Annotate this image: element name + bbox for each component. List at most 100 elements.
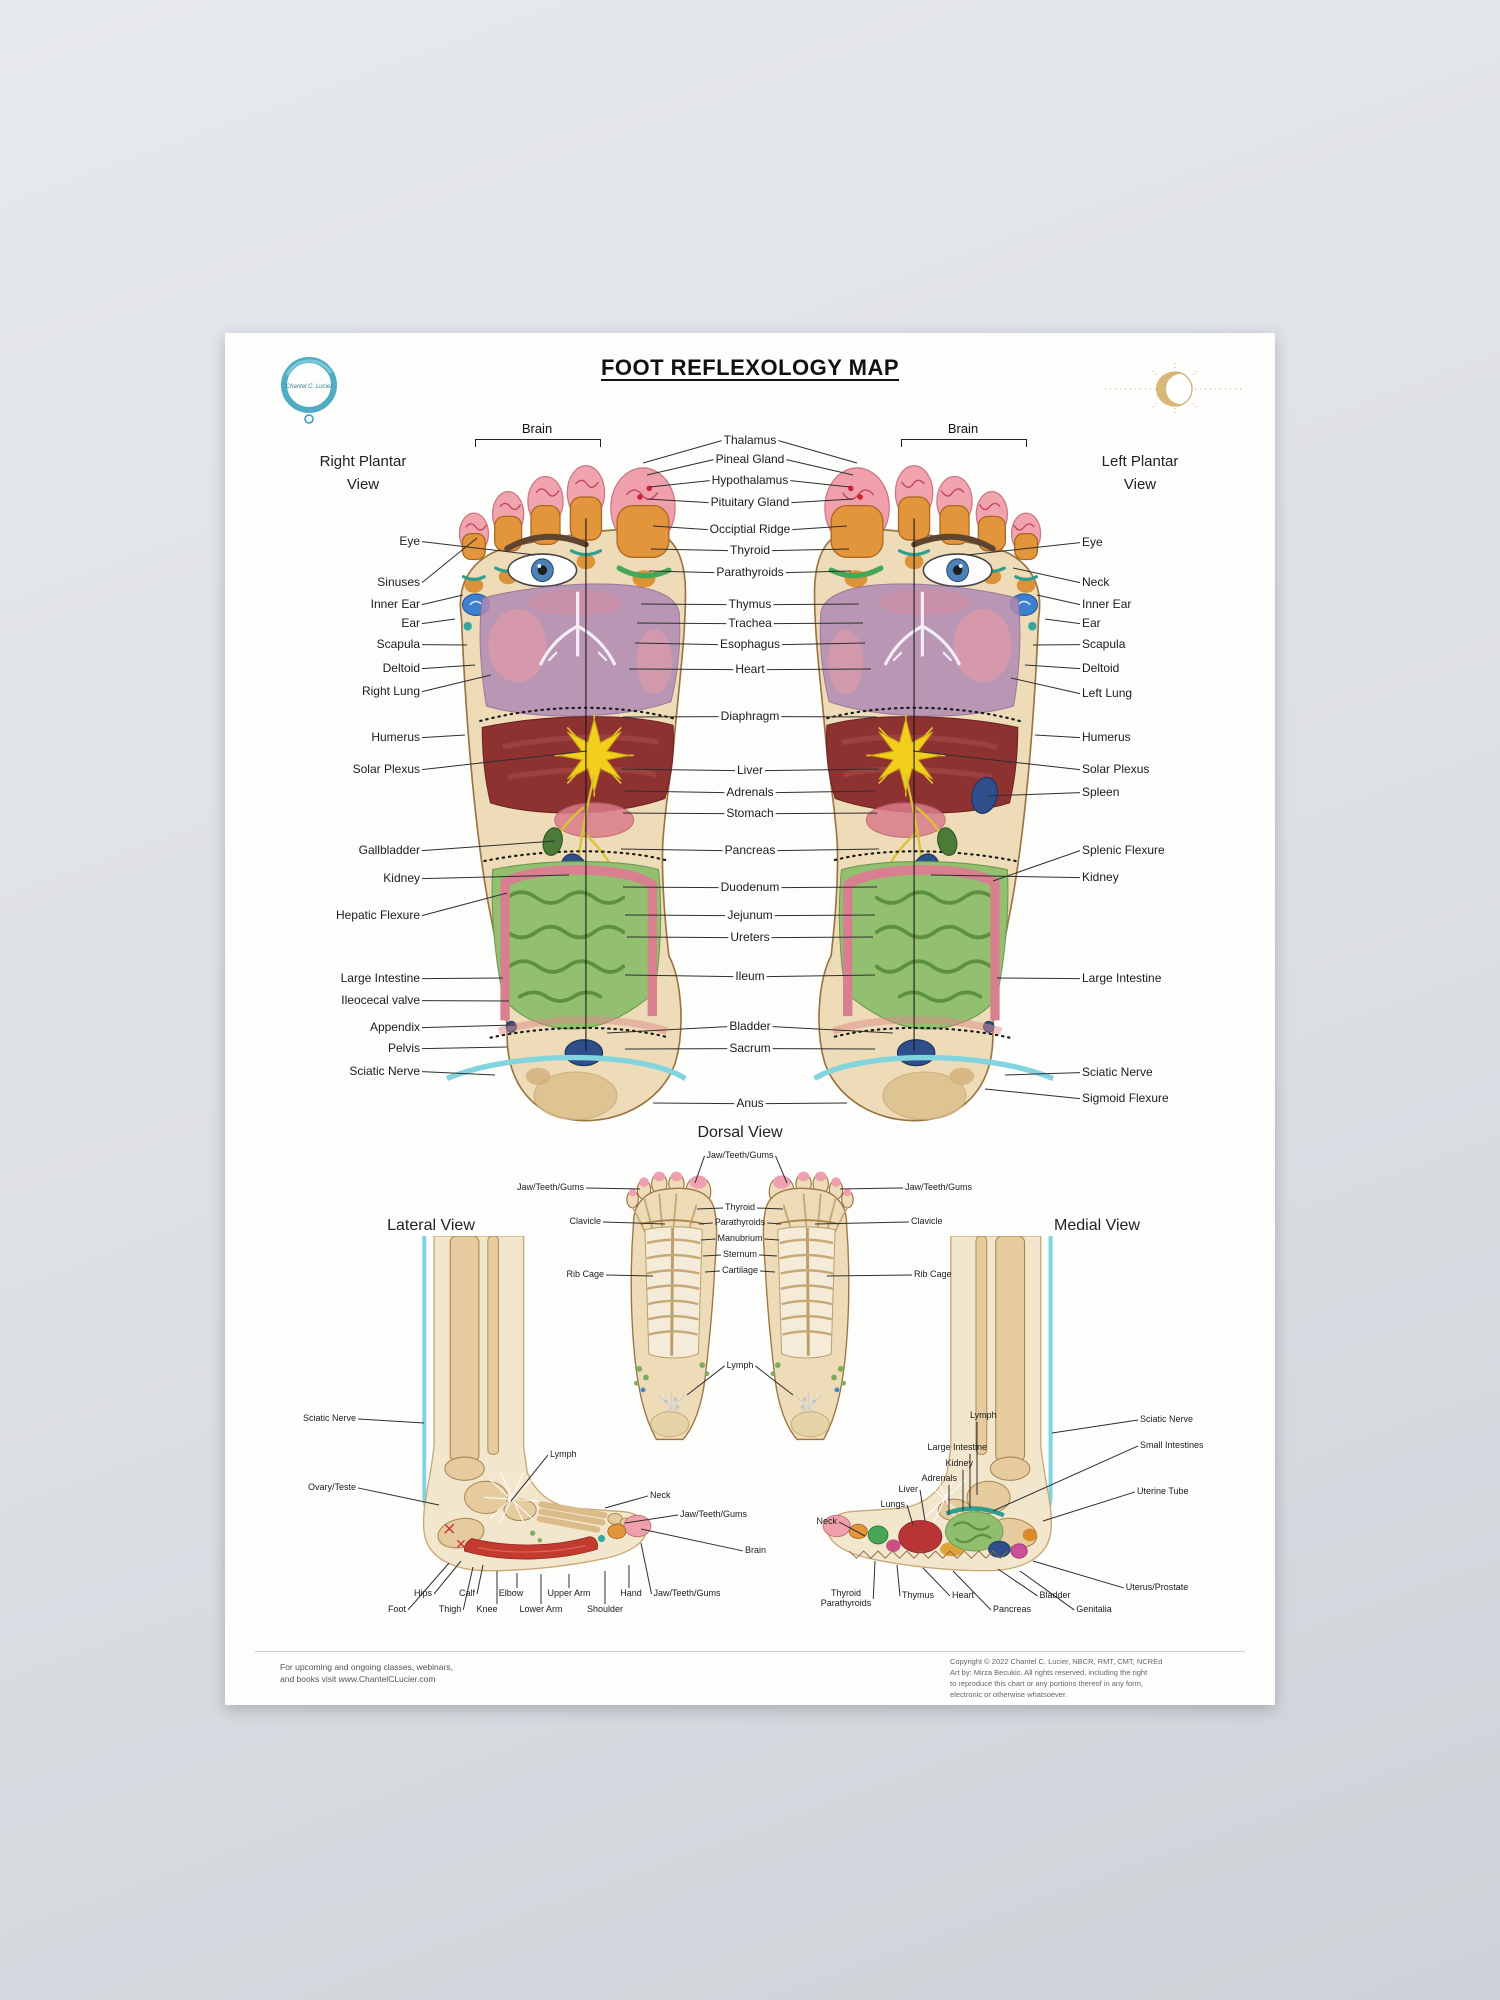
d-label-rib-cage-left: Rib Cage bbox=[566, 1269, 604, 1279]
lp-label-sciatic-nerve: Sciatic Nerve bbox=[1082, 1065, 1153, 1079]
lat-label-brain: Brain bbox=[745, 1545, 767, 1555]
rp-label-sinuses: Sinuses bbox=[377, 575, 420, 589]
c-label-hypothalamus: Hypothalamus bbox=[711, 473, 789, 487]
med-label-lungs: Lungs bbox=[880, 1499, 905, 1509]
med-label-large-intestine: Large Intestine bbox=[927, 1442, 987, 1452]
lp-label-eye: Eye bbox=[1082, 535, 1103, 549]
med-label-small-intestines: Small Intestines bbox=[1140, 1440, 1204, 1450]
footer-right-line3: to reproduce this chart or any portions … bbox=[950, 1678, 1144, 1688]
d-label-jaw-teeth-gums-top: Jaw/Teeth/Gums bbox=[706, 1150, 774, 1160]
footer-divider bbox=[255, 1651, 1245, 1652]
lp-label-ear: Ear bbox=[1082, 616, 1101, 630]
footer-left-line2: and books visit www.ChantelCLucier.com bbox=[280, 1674, 436, 1685]
med-label-genitalia: Genitalia bbox=[1076, 1604, 1112, 1614]
d-label-clavicle-left: Clavicle bbox=[569, 1216, 601, 1226]
med-label-sciatic-nerve: Sciatic Nerve bbox=[1140, 1414, 1194, 1424]
svg-text:Chantel C. Lucier: Chantel C. Lucier bbox=[286, 384, 333, 390]
c-label-stomach: Stomach bbox=[726, 806, 774, 820]
lat-label-calf: Calf bbox=[458, 1588, 476, 1598]
lat-label-hand: Hand bbox=[620, 1588, 642, 1598]
lat-label-foot: Foot bbox=[387, 1604, 407, 1614]
lp-label-deltoid: Deltoid bbox=[1082, 661, 1120, 675]
c-label-sacrum: Sacrum bbox=[729, 1041, 771, 1055]
rp-label-kidney: Kidney bbox=[383, 871, 420, 885]
c-label-pancreas: Pancreas bbox=[724, 843, 776, 857]
rp-label-eye: Eye bbox=[399, 534, 420, 548]
rp-label-scapula: Scapula bbox=[376, 637, 420, 651]
med-label-uterine-tube: Uterine Tube bbox=[1137, 1486, 1189, 1496]
reflexology-poster: Chantel C. Lucier FOOT REFLEXOLOGY MAP R… bbox=[225, 333, 1275, 1705]
lp-label-inner-ear: Inner Ear bbox=[1082, 597, 1132, 611]
c-label-pineal-gland: Pineal Gland bbox=[715, 452, 785, 466]
rp-label-sciatic-nerve: Sciatic Nerve bbox=[349, 1064, 420, 1078]
med-label-adrenals: Adrenals bbox=[921, 1473, 957, 1483]
lat-label-jaw-teeth-gums-bottom: Jaw/Teeth/Gums bbox=[653, 1588, 721, 1598]
c-label-diaphragm: Diaphragm bbox=[720, 709, 780, 723]
d-label-manubrium: Manubrium bbox=[717, 1233, 763, 1243]
footer-left-note: For upcoming and ongoing classes, webina… bbox=[280, 1661, 453, 1686]
d-label-thyroid: Thyroid bbox=[724, 1202, 756, 1212]
left-plantar-view-title: Left Plantar View bbox=[1101, 453, 1179, 493]
lp-label-large-intestine: Large Intestine bbox=[1082, 971, 1162, 985]
lat-label-elbow: Elbow bbox=[498, 1588, 524, 1598]
med-label-lymph: Lymph bbox=[970, 1410, 997, 1420]
lp-label-neck: Neck bbox=[1082, 575, 1110, 589]
brand-logo: Chantel C. Lucier bbox=[281, 357, 337, 424]
rp-label-right-lung: Right Lung bbox=[361, 684, 420, 698]
rp-label-large-intestine: Large Intestine bbox=[340, 971, 420, 985]
d-label-lymph: Lymph bbox=[726, 1360, 754, 1370]
footer-copyright-note: Copyright © 2022 Chantel C. Lucier, NBCR… bbox=[950, 1657, 1162, 1701]
rp-label-deltoid: Deltoid bbox=[382, 661, 420, 675]
rp-label-pelvis: Pelvis bbox=[387, 1041, 420, 1055]
moon-emblem bbox=[1105, 363, 1245, 415]
lat-label-sciatic-nerve: Sciatic Nerve bbox=[302, 1413, 356, 1423]
med-label-kidney: Kidney bbox=[945, 1458, 973, 1468]
brain-bracket-right bbox=[901, 439, 1027, 447]
lat-label-thigh: Thigh bbox=[438, 1604, 462, 1614]
rp-label-appendix: Appendix bbox=[369, 1020, 420, 1034]
c-label-bladder: Bladder bbox=[729, 1019, 771, 1033]
c-label-occiptial-ridge: Occiptial Ridge bbox=[709, 522, 791, 536]
d-label-jaw-teeth-gums-right: Jaw/Teeth/Gums bbox=[905, 1182, 973, 1192]
d-label-parathyroids: Parathyroids bbox=[714, 1217, 766, 1227]
lp-label-kidney: Kidney bbox=[1082, 870, 1119, 884]
c-label-adrenals: Adrenals bbox=[726, 785, 774, 799]
d-label-sternum: Sternum bbox=[722, 1249, 758, 1259]
poster-title: FOOT REFLEXOLOGY MAP bbox=[600, 355, 900, 380]
footer-right-line4: electronic or otherwise whatsoever. bbox=[950, 1689, 1068, 1699]
med-label-bladder: Bladder bbox=[1039, 1590, 1071, 1600]
d-label-rib-cage-right: Rib Cage bbox=[914, 1269, 952, 1279]
c-label-trachea: Trachea bbox=[728, 616, 772, 630]
lat-label-jaw-teeth-gums: Jaw/Teeth/Gums bbox=[680, 1509, 748, 1519]
c-label-jejunum: Jejunum bbox=[727, 908, 773, 922]
med-label-heart: Heart bbox=[951, 1590, 975, 1600]
d-label-jaw-teeth-gums-left: Jaw/Teeth/Gums bbox=[516, 1182, 584, 1192]
dorsal-view-title: Dorsal View bbox=[697, 1124, 783, 1141]
lat-label-ovary-teste: Ovary/Teste bbox=[307, 1482, 356, 1492]
lat-label-shoulder: Shoulder bbox=[586, 1604, 624, 1614]
c-label-thymus: Thymus bbox=[728, 597, 772, 611]
lat-label-lymph: Lymph bbox=[550, 1449, 577, 1459]
footer-right-line2: Art by: Mirza Becukic. All rights reserv… bbox=[950, 1667, 1148, 1677]
rp-label-inner-ear: Inner Ear bbox=[370, 597, 420, 611]
c-label-thyroid: Thyroid bbox=[729, 543, 771, 557]
c-label-ureters: Ureters bbox=[730, 930, 770, 944]
rp-label-hepatic-flexure: Hepatic Flexure bbox=[335, 908, 420, 922]
right-plantar-foot-illustration bbox=[420, 441, 700, 1141]
lat-label-knee: Knee bbox=[476, 1604, 498, 1614]
med-label-pancreas: Pancreas bbox=[992, 1604, 1032, 1614]
rp-label-gallbladder: Gallbladder bbox=[358, 843, 420, 857]
lp-label-sigmoid-flexure: Sigmoid Flexure bbox=[1082, 1091, 1169, 1105]
lp-label-splenic-flexure: Splenic Flexure bbox=[1082, 843, 1165, 857]
lateral-view-illustration bbox=[422, 1236, 652, 1572]
lat-label-neck: Neck bbox=[650, 1490, 671, 1500]
c-label-ileum: Ileum bbox=[735, 969, 765, 983]
right-plantar-view-title: Right Plantar View bbox=[319, 453, 407, 493]
left-plantar-foot-illustration bbox=[800, 441, 1080, 1141]
med-label-uterus-prostate: Uterus/Prostate bbox=[1125, 1582, 1189, 1592]
lat-label-hips: Hips bbox=[413, 1588, 433, 1598]
lat-label-upper-arm: Upper Arm bbox=[547, 1588, 591, 1598]
brain-bracket-left bbox=[475, 439, 601, 447]
c-label-pituitary-gland: Pituitary Gland bbox=[710, 495, 790, 509]
